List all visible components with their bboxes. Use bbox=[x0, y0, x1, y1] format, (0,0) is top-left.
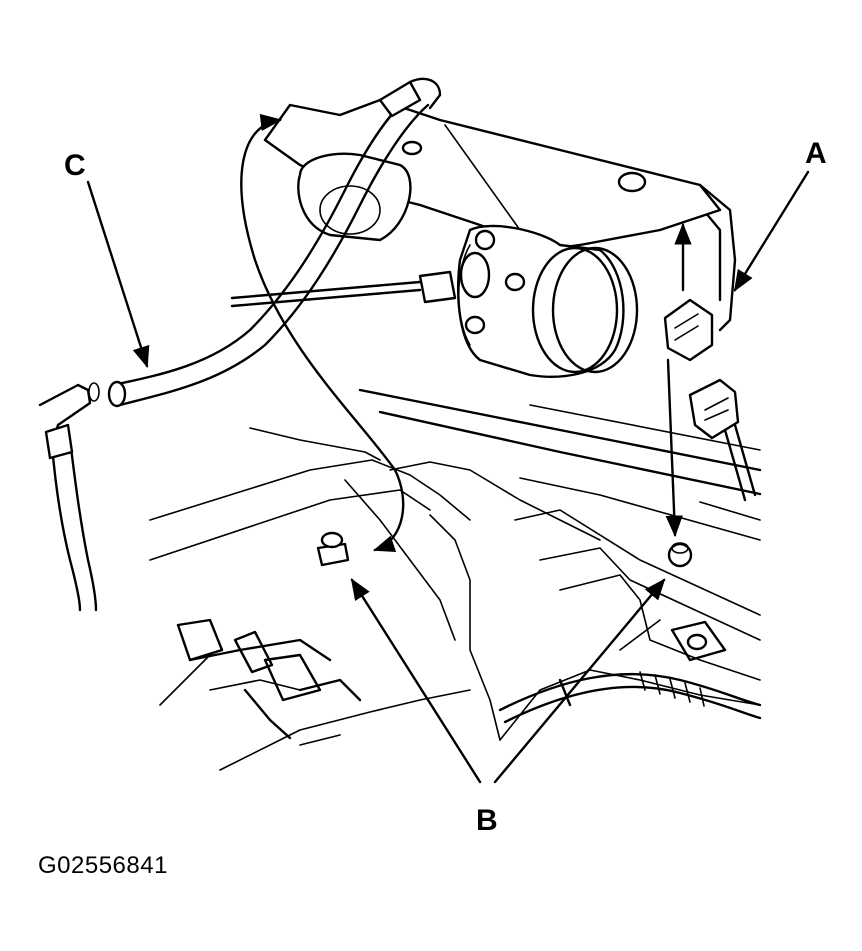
guide-line-to-bolt-right bbox=[665, 358, 683, 538]
callout-label-b: B bbox=[476, 804, 498, 837]
figure-id: G02556841 bbox=[38, 852, 168, 879]
callout-label-a: A bbox=[805, 137, 827, 170]
guide-arc-to-bolt-left bbox=[240, 113, 405, 553]
engine-bay-background bbox=[149, 183, 762, 771]
callout-arrow-a bbox=[733, 170, 810, 292]
callout-arrow-b-right bbox=[493, 578, 666, 784]
callout-arrow-b-left bbox=[350, 578, 482, 784]
callout-arrow-c bbox=[86, 180, 150, 369]
callout-label-c: C bbox=[64, 149, 86, 182]
control-module-assembly bbox=[230, 98, 722, 378]
